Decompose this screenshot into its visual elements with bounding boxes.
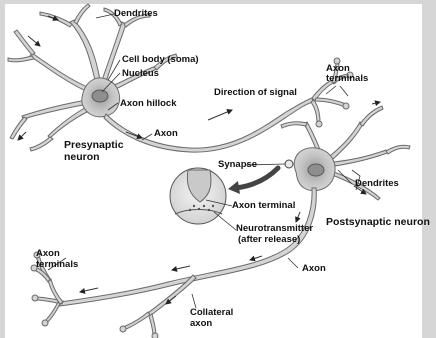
label-synapse: Synapse [218,160,257,170]
label-nucleus: Nucleus [122,69,159,79]
presynaptic-neuron [8,4,353,152]
label-after-release: (after release) [238,235,300,245]
label-collateral-axon: axon [190,319,212,329]
label-postsynaptic-neuron: Postsynaptic neuron [326,217,430,228]
label-dendrites-top: Dendrites [114,9,158,19]
label-axon-terminals-top-2: terminals [326,74,368,84]
label-axon-terminals-left: Axon [36,249,60,259]
label-neurotransmitter: Neurotransmitter [236,224,313,234]
label-axon-terminals-left-2: terminals [36,260,78,270]
label-axon-terminal: Axon terminal [232,201,295,211]
label-axon-bottom: Axon [302,264,326,274]
label-presynaptic-neuron: neuron [64,152,100,163]
label-cell-body: Cell body (soma) [122,55,199,65]
label-axon-top: Axon [154,129,178,139]
label-direction-of-signal: Direction of signal [214,88,297,98]
label-presynaptic: Presynaptic [64,140,124,151]
label-dendrites-right: Dendrites [355,179,399,189]
label-axon-hillock: Axon hillock [120,99,176,109]
label-collateral: Collateral [190,308,233,318]
